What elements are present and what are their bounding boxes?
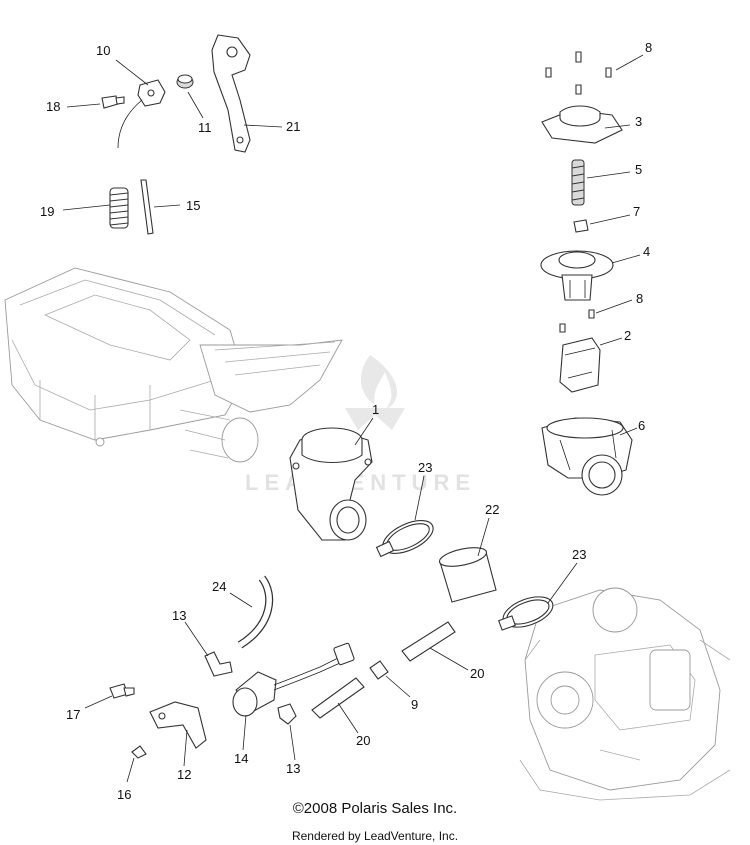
callout-24: 24 [212,579,226,594]
callout-15: 15 [186,198,200,213]
screws-8-top [545,51,612,95]
nut-7 [573,219,589,233]
callout-4: 4 [643,244,650,259]
tube-20-lower [311,677,365,719]
diaphragm-4 [540,250,614,301]
callout-23-lower: 23 [572,547,586,562]
callout-8-top: 8 [645,40,652,55]
solenoid-14 [232,642,355,717]
callout-8-mid: 8 [636,291,643,306]
callout-11: 11 [198,120,212,135]
housing-6 [541,417,633,496]
assembly-1 [289,427,373,541]
engine-ghost [519,587,731,801]
bracket-12 [149,701,207,749]
callout-13-upper: 13 [172,608,186,623]
callout-17: 17 [66,707,80,722]
callout-7: 7 [633,204,640,219]
screws-8-mid [559,309,595,333]
bracket-21 [211,34,251,153]
callout-9: 9 [411,697,418,712]
connector-9 [369,660,389,680]
callout-19: 19 [40,204,54,219]
airbox-ghost [4,267,343,463]
sensor-10 [117,79,166,149]
leader-lines [62,54,644,783]
callout-labels: 10 18 11 21 19 15 8 3 5 7 4 8 2 6 1 23 2… [40,40,652,802]
leadventure-watermark: LEADVENTURE [245,355,470,495]
callout-22: 22 [485,502,499,517]
hose-24 [237,575,274,649]
cover-3 [541,105,623,144]
callout-13-lower: 13 [286,761,300,776]
clamp-23-upper [375,520,434,558]
spring-19 [109,187,129,229]
elbow-13-upper [204,651,233,677]
cap-11 [176,74,194,89]
callout-3: 3 [635,114,642,129]
callout-12: 12 [177,767,191,782]
screw-16 [131,745,147,759]
clamp-23-lower [498,596,554,631]
bolt-17 [109,683,135,699]
bracket-2 [559,337,601,393]
callout-20-lower: 20 [356,733,370,748]
callout-23-upper: 23 [418,460,432,475]
rod-15 [140,179,154,235]
spring-5 [571,159,585,206]
tube-20-upper [401,621,456,662]
rendered-by-text: Rendered by LeadVenture, Inc. [291,829,459,843]
elbow-13-lower [277,703,297,725]
copyright-text: ©2008 Polaris Sales Inc. [292,800,458,817]
callout-20-upper: 20 [470,666,484,681]
screw-18 [101,95,125,109]
callout-2: 2 [624,328,631,343]
callout-5: 5 [635,162,642,177]
callout-14: 14 [234,751,248,766]
callout-1: 1 [372,402,379,417]
callout-6: 6 [638,418,645,433]
sleeve-22 [438,547,497,603]
callout-21: 21 [286,119,300,134]
callout-18: 18 [46,99,60,114]
callout-16: 16 [117,787,131,802]
callout-10: 10 [96,43,110,58]
